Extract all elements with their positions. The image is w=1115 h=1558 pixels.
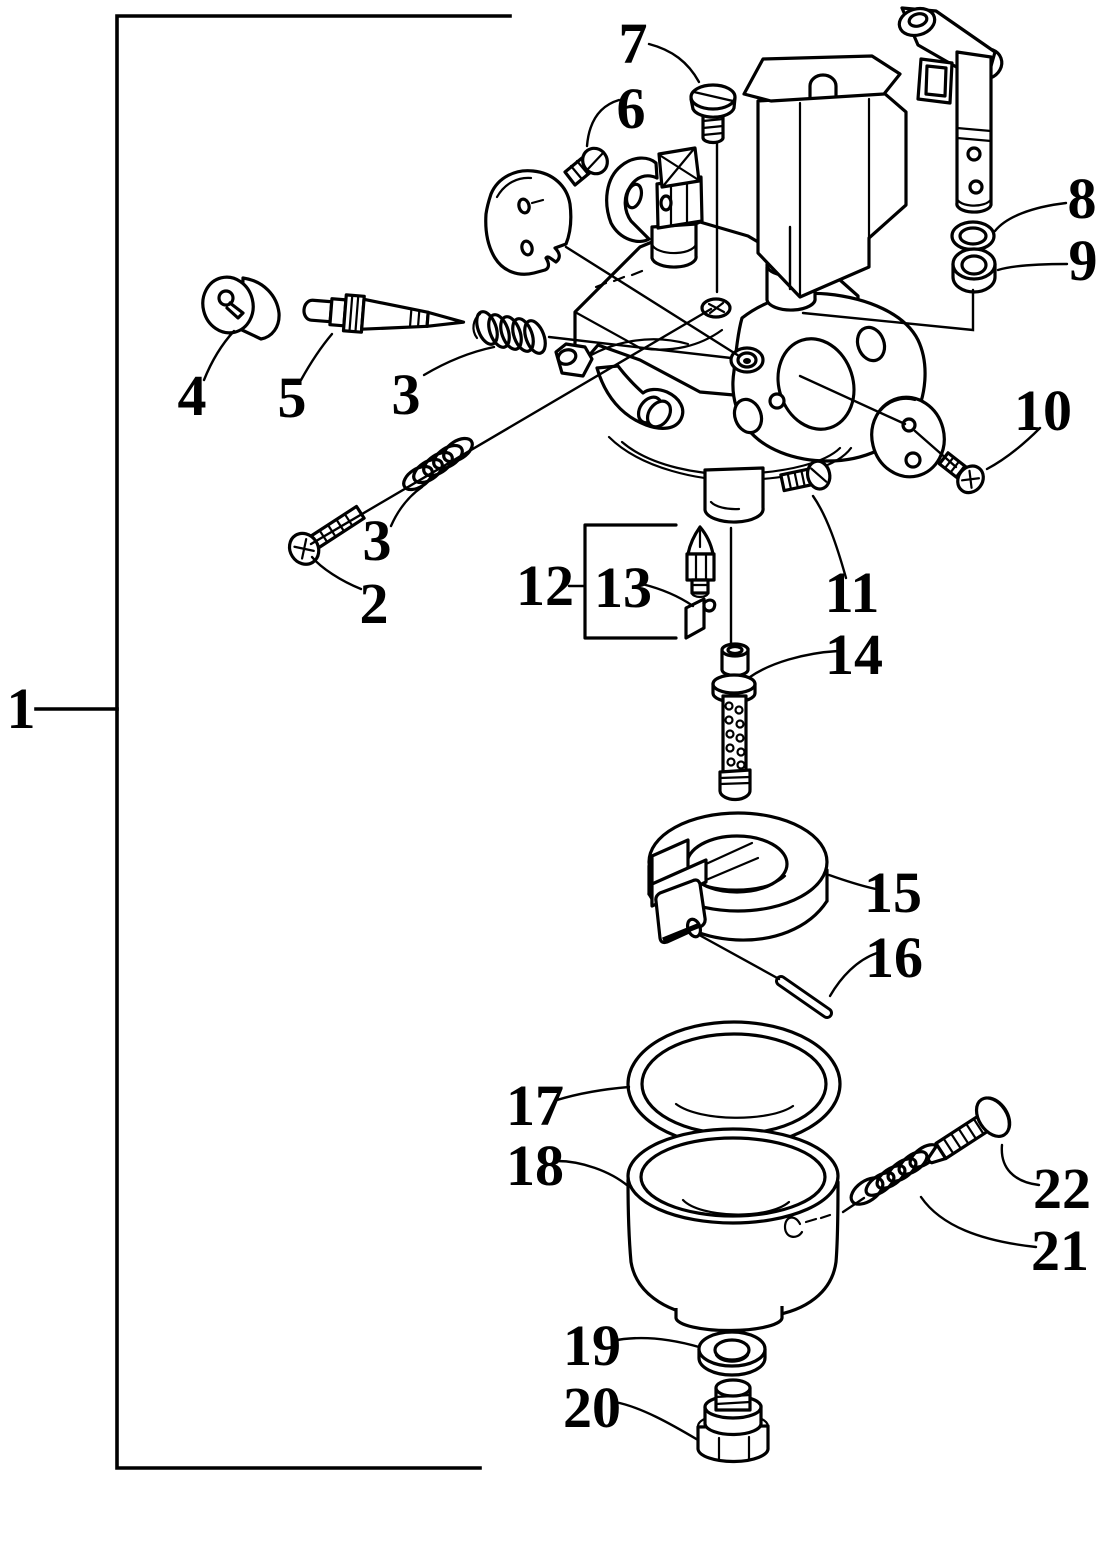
part-7-screw: [689, 83, 737, 145]
part-4-cap: [201, 275, 281, 341]
part-6-screw: [563, 146, 609, 187]
part-16-float-pin: [775, 975, 833, 1019]
control-lever-shaft: [897, 6, 1004, 214]
throttle-shaft-lever: [605, 146, 704, 269]
part-9-bushing: [951, 247, 997, 294]
part-8-washer: [950, 220, 996, 252]
part-3-spring-upper: [472, 310, 547, 355]
part-18-float-bowl: [626, 1127, 840, 1333]
part-14-main-nozzle: [711, 642, 757, 802]
part-22-screw: [926, 1096, 1012, 1165]
leader-lines: [202, 42, 1069, 1442]
part-19-washer: [697, 1330, 767, 1377]
float-needle: [685, 525, 716, 599]
part-17-bowl-gasket: [626, 1020, 842, 1148]
part-3-spring-lower: [402, 436, 474, 492]
part-11-screw: [779, 459, 832, 493]
part-5-needle-screw: [302, 293, 466, 334]
mounting-bracket: [742, 54, 908, 299]
needle-clip: [684, 597, 717, 640]
choke-plate: [484, 169, 573, 276]
part-15-float: [647, 811, 829, 945]
assembly-frame-bracket: [34, 14, 512, 1470]
part-20-drain-bolt: [696, 1378, 770, 1464]
